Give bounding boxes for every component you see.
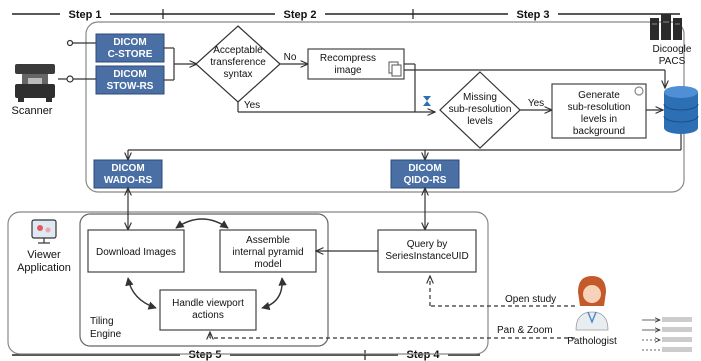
tiling-label-line1: Tiling <box>90 316 114 327</box>
handle-viewport-box: Handle viewport actions <box>159 289 257 331</box>
svg-text:image: image <box>334 65 362 76</box>
open-study-label: Open study <box>505 294 556 305</box>
recompress-box: Recompress image <box>307 48 405 80</box>
scanner-label: Scanner <box>12 105 53 117</box>
svg-text:actions: actions <box>192 310 224 321</box>
step-2-label: Step 2 <box>283 9 316 21</box>
viewer-app-icon <box>31 219 57 244</box>
step-1-label: Step 1 <box>68 9 101 21</box>
yes-label-2: Yes <box>528 98 544 109</box>
server-icon <box>650 14 682 40</box>
svg-text:background: background <box>573 126 625 137</box>
tiling-engine-cycle <box>125 218 287 311</box>
no-edge: No <box>280 52 308 64</box>
yes-label-1: Yes <box>244 100 260 111</box>
svg-text:levels: levels <box>467 116 493 127</box>
svg-text:sub-resolution: sub-resolution <box>449 104 512 115</box>
svg-text:Recompress: Recompress <box>320 53 376 64</box>
svg-text:model: model <box>254 259 281 270</box>
yes-edge-2: Yes <box>520 98 552 110</box>
recompress-out-edge <box>404 63 665 112</box>
assemble-pyramid-box: Assemble internal pyramid model <box>219 229 317 273</box>
svg-text:Assemble: Assemble <box>246 235 290 246</box>
legend <box>642 317 692 352</box>
svg-text:transference: transference <box>210 57 266 68</box>
download-images-box: Download Images <box>87 229 185 273</box>
viewer-label-line2: Application <box>17 262 71 274</box>
cstore-stow-to-decision <box>164 47 197 81</box>
svg-text:Handle viewport: Handle viewport <box>172 298 244 309</box>
svg-text:Generate: Generate <box>578 90 620 101</box>
svg-text:DICOM: DICOM <box>408 163 441 174</box>
svg-text:Query by: Query by <box>407 239 448 250</box>
generate-box: Generate sub-resolution levels in backgr… <box>551 83 647 139</box>
svg-text:internal pyramid: internal pyramid <box>232 247 303 258</box>
pan-zoom-edge <box>210 332 575 338</box>
svg-text:DICOM: DICOM <box>113 37 146 48</box>
pacs-label-line2: PACS <box>659 56 686 67</box>
svg-text:syntax: syntax <box>224 69 253 80</box>
pathologist-label: Pathologist <box>567 336 617 347</box>
dicom-qido-box: DICOM QIDO-RS <box>390 159 460 189</box>
query-series-box: Query by SeriesInstanceUID <box>377 229 477 273</box>
yes-edge-1 <box>237 102 415 113</box>
tiling-label-line2: Engine <box>90 329 122 340</box>
pacs-label-line1: Dicoogle <box>653 44 692 55</box>
pan-zoom-label: Pan & Zoom <box>497 325 553 336</box>
svg-text:Download Images: Download Images <box>96 247 176 258</box>
top-step-bar: Step 1 Step 2 Step 3 <box>12 7 680 21</box>
step-5-label: Step 5 <box>188 349 221 361</box>
open-study-edge <box>430 276 575 307</box>
no-label: No <box>284 52 297 63</box>
scanner-icon <box>15 64 55 102</box>
svg-text:STOW-RS: STOW-RS <box>107 81 154 92</box>
gear-icon <box>634 86 644 96</box>
viewer-container <box>7 211 489 355</box>
dicom-wado-box: DICOM WADO-RS <box>93 159 163 189</box>
file-compress-icon <box>388 61 402 77</box>
tiling-engine-container <box>79 213 329 347</box>
viewer-label-line1: Viewer <box>27 249 61 261</box>
hourglass-icon <box>423 96 431 106</box>
scanner-links <box>58 39 96 83</box>
step-3-label: Step 3 <box>516 9 549 21</box>
pathologist-icon <box>575 276 609 331</box>
svg-text:levels in: levels in <box>581 114 617 125</box>
missing-levels-decision: Missing sub-resolution levels <box>439 71 521 149</box>
svg-text:Missing: Missing <box>463 92 497 103</box>
svg-text:DICOM: DICOM <box>111 163 144 174</box>
svg-text:QIDO-RS: QIDO-RS <box>404 175 447 186</box>
svg-text:DICOM: DICOM <box>113 69 146 80</box>
db-to-services-edge <box>128 134 682 160</box>
svg-text:sub-resolution: sub-resolution <box>568 102 631 113</box>
dicom-stow-box: DICOM STOW-RS <box>95 65 165 95</box>
svg-text:C-STORE: C-STORE <box>108 49 153 60</box>
svg-text:WADO-RS: WADO-RS <box>104 175 153 186</box>
syntax-decision: Acceptable transference syntax <box>195 25 281 103</box>
svg-text:Acceptable: Acceptable <box>213 45 263 56</box>
svg-text:SeriesInstanceUID: SeriesInstanceUID <box>385 251 468 262</box>
dicom-cstore-box: DICOM C-STORE <box>95 33 165 63</box>
step-4-label: Step 4 <box>406 349 440 361</box>
database-icon <box>663 86 699 134</box>
